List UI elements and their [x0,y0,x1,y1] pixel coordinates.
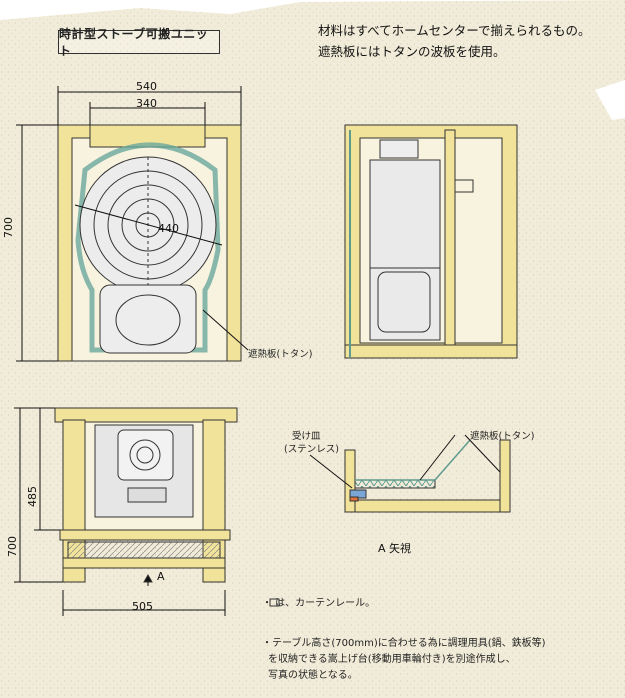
label-receiver-tray-material: (ステンレス) [284,444,339,455]
dim-width-front: 505 [132,600,153,613]
top-view [16,86,249,362]
label-heat-shield-top: 遮熱板(トタン) [248,349,313,360]
dim-width-inner: 340 [136,97,157,110]
front-tray [67,541,221,559]
note-materials: 材料はすべてホームセンターで揃えられるもの。 [318,23,591,38]
footnote-stand-line2: を収納できる嵩上げ台(移動用車輪付き)を別途作成し、 [268,654,516,665]
footnote-stand-line1: ・テーブル高さ(700mm)に合わせる為に調理用具(鍋、鉄板等) [262,638,546,649]
side-shield [444,129,456,346]
dim-height-inner: 485 [26,486,39,507]
detail-view-a [309,434,511,513]
dim-diameter: 440 [158,222,179,235]
front-view [14,407,238,616]
label-section-marker: A [157,570,165,583]
dim-width-outer: 540 [136,80,157,93]
dim-height-top: 700 [2,217,15,238]
top-heat-shield [75,142,221,353]
dim-height-front: 700 [6,536,19,557]
note-heat-shield: 遮熱板にはトタンの波板を使用。 [318,44,506,59]
rail-icon [269,598,280,607]
footnote-stand-line3: 写真の状態となる。 [268,670,358,681]
label-view-a: A 矢視 [378,542,412,555]
diagram-title: 時計型ストーブ可搬ユニット [58,27,220,58]
front-shelf [59,529,231,541]
footnote-rail: ・ は、カーテンレール。 [262,598,376,609]
label-heat-shield-detail: 遮熱板(トタン) [470,431,535,442]
side-view [344,124,518,359]
stove-body-side [369,159,441,341]
chimney [379,139,419,159]
label-receiver-tray: 受け皿 [292,431,321,442]
